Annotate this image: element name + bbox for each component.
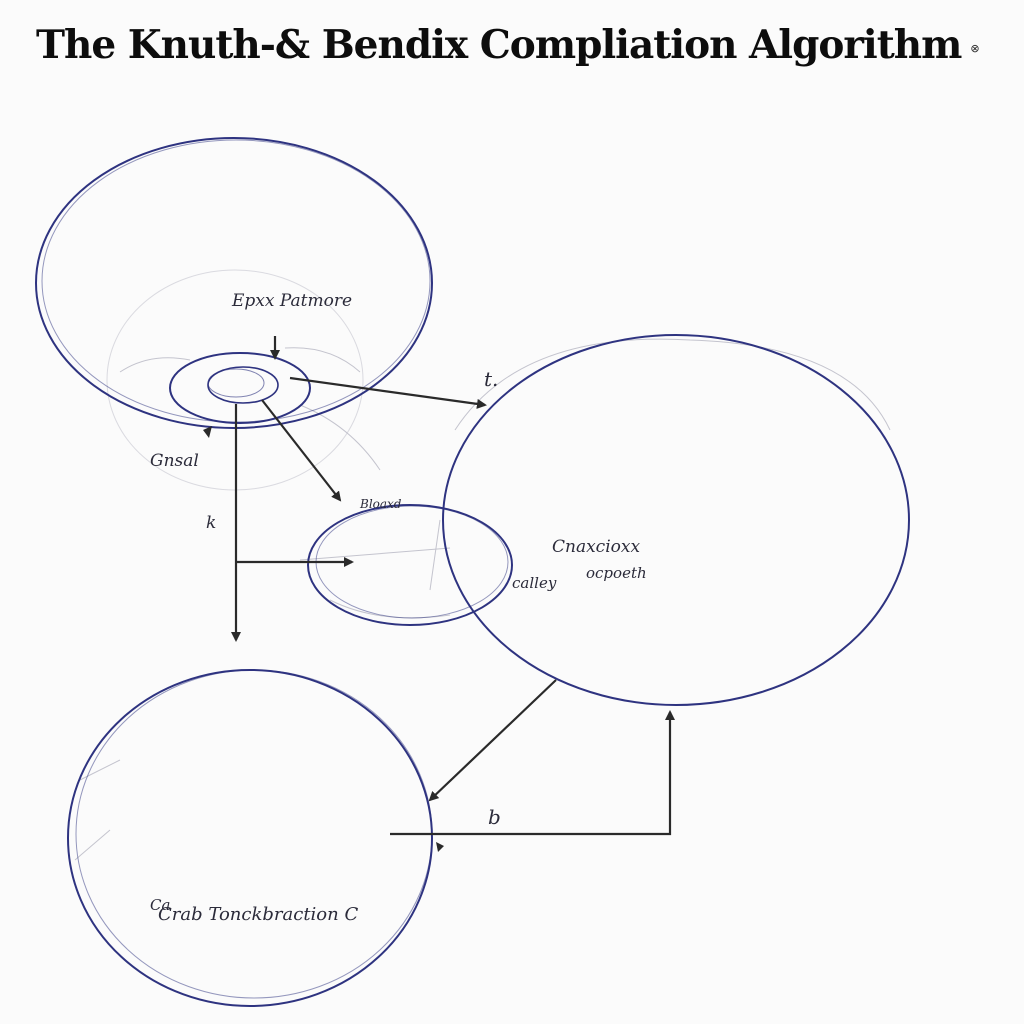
ellipse-right xyxy=(442,334,910,706)
arrows xyxy=(231,336,675,836)
label-bottom-ellipse-prefix: Ca xyxy=(150,896,170,914)
ellipse-top xyxy=(35,137,433,429)
label-middle-ellipse: Bloaxd xyxy=(359,497,402,511)
arrow-top-to-right xyxy=(289,376,487,409)
title-mark-icon: ⊗ xyxy=(970,42,980,55)
label-top-ellipse: Epxx Patmore xyxy=(231,291,352,311)
label-bottom-arrow: b xyxy=(488,805,501,829)
arrow-right-to-bottom xyxy=(428,679,557,802)
label-left-vertical: k xyxy=(206,513,216,533)
label-right-ellipse-line2: ocpoeth xyxy=(586,564,647,582)
label-bottom-ellipse: Crab Tonckbraction C xyxy=(158,904,358,925)
sketch-lines xyxy=(74,269,891,861)
label-top-right-arrow: t. xyxy=(484,367,498,391)
diagram-title: The Knuth-& Bendix Compliation Algorithm xyxy=(36,22,962,68)
label-left-small: Gnsal xyxy=(150,451,199,471)
label-right-ellipse-line1: Cnaxcioxx xyxy=(552,537,640,557)
label-right-ellipse-side: calley xyxy=(512,574,557,592)
ellipse-bottom xyxy=(67,669,433,1007)
ellipse-middle xyxy=(307,504,513,626)
tick-marks xyxy=(203,426,444,852)
arrow-bottom-to-right xyxy=(390,710,675,836)
ellipse-inner-small xyxy=(169,352,311,424)
arrow-top-to-middle xyxy=(261,399,342,502)
